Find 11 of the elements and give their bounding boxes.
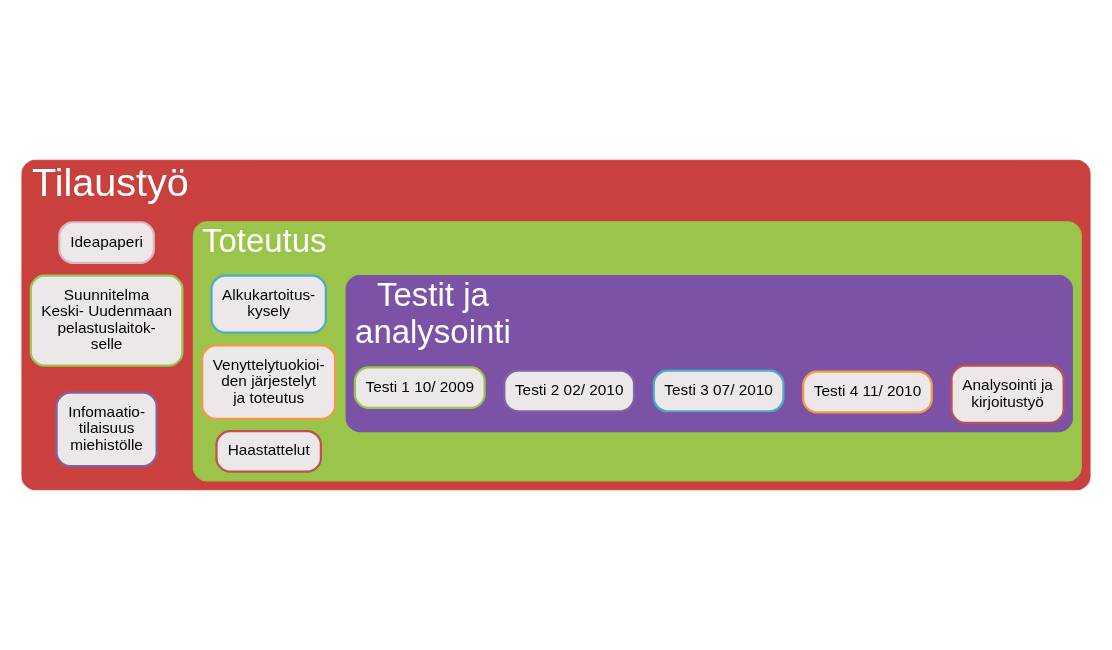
node-box: Testi 3 07/ 2010 — [652, 369, 785, 413]
node-box: Analysointi ja kirjoitustyö — [950, 364, 1065, 424]
node-box: Suunnitelma Keski- Uudenmaan pelastuslaitok- selle — [29, 274, 184, 367]
node-box: Venyttelytuokioi- den järjestelyt ja toteutus — [201, 344, 337, 421]
node-box: Haastattelut — [215, 429, 322, 473]
node-box: Ideapaperi — [58, 221, 155, 265]
node-box: Alkukartoitus- kysely — [210, 274, 327, 334]
node-box: Testi 1 10/ 2009 — [353, 366, 486, 410]
node-box: Infomaatio- tilaisuus miehistölle — [55, 391, 158, 468]
node-box: Testi 2 02/ 2010 — [503, 369, 636, 413]
node-box: Testi 4 11/ 2010 — [802, 370, 933, 414]
